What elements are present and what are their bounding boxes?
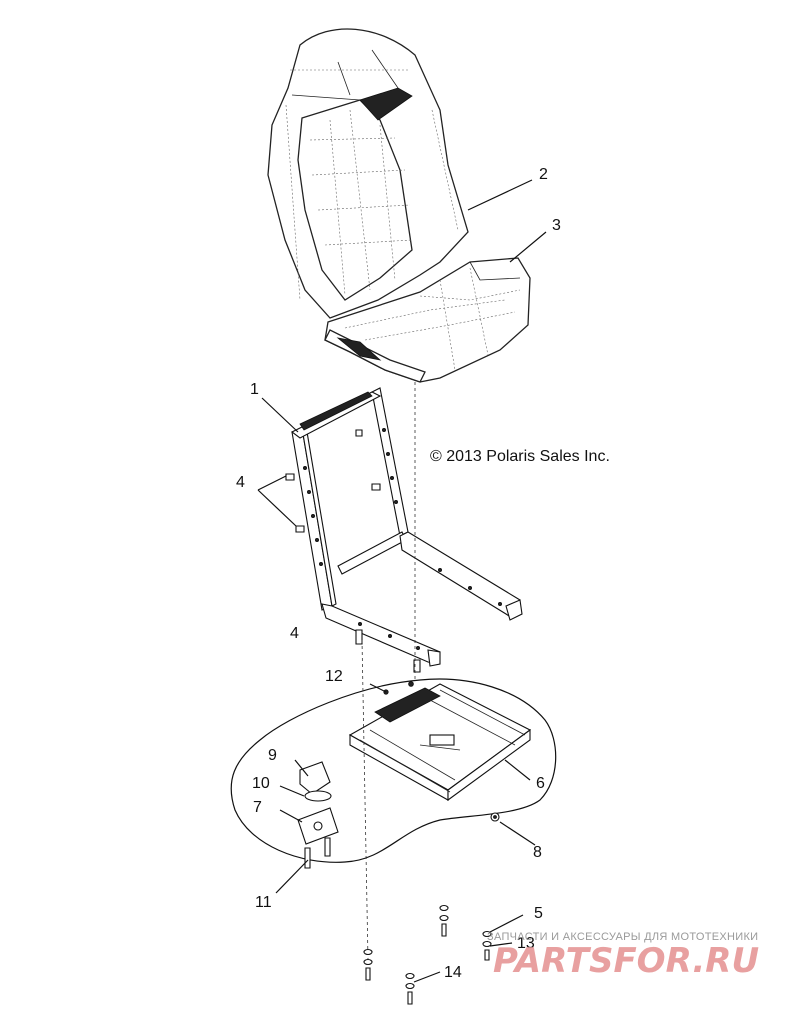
- callout-label: 2: [539, 166, 548, 183]
- copyright-text: © 2013 Polaris Sales Inc.: [430, 448, 610, 465]
- callout-label: 9: [268, 747, 277, 764]
- seat-base: [230, 678, 557, 869]
- callout-label: 10: [252, 775, 270, 792]
- callout-label: 3: [552, 217, 561, 234]
- callout-label: 5: [534, 905, 543, 922]
- callout-label: 8: [533, 844, 542, 861]
- callout-label: 7: [253, 799, 262, 816]
- callout-label: 4: [290, 625, 299, 642]
- frame-bolts: [285, 429, 421, 673]
- callout-label: 12: [325, 668, 343, 685]
- callout-label: 6: [536, 775, 545, 792]
- callout-label: 13: [517, 935, 535, 952]
- seat-frame: [285, 387, 523, 673]
- watermark: ЗАПЧАСТИ И АКСЕССУАРЫ ДЛЯ МОТОТЕХНИКИ PA…: [487, 931, 759, 981]
- callout-label: 14: [444, 964, 462, 981]
- callout-label: 4: [236, 474, 245, 491]
- loose-hardware: [361, 382, 492, 1005]
- latch-9: [299, 761, 331, 795]
- callout-label: 1: [250, 381, 259, 398]
- seat-assembly: [267, 28, 531, 383]
- callout-labels: 1 2 3 4 4 5 6 7 8 9 10 11 12 13 14: [236, 166, 561, 981]
- watermark-tagline: ЗАПЧАСТИ И АКСЕССУАРЫ ДЛЯ МОТОТЕХНИКИ: [487, 931, 758, 943]
- base-outline: [230, 678, 557, 863]
- callout-label: 11: [255, 894, 272, 911]
- leader-lines: [257, 179, 547, 983]
- spring-10: [304, 790, 332, 802]
- watermark-logo: PARTSFOR.RU: [493, 941, 759, 981]
